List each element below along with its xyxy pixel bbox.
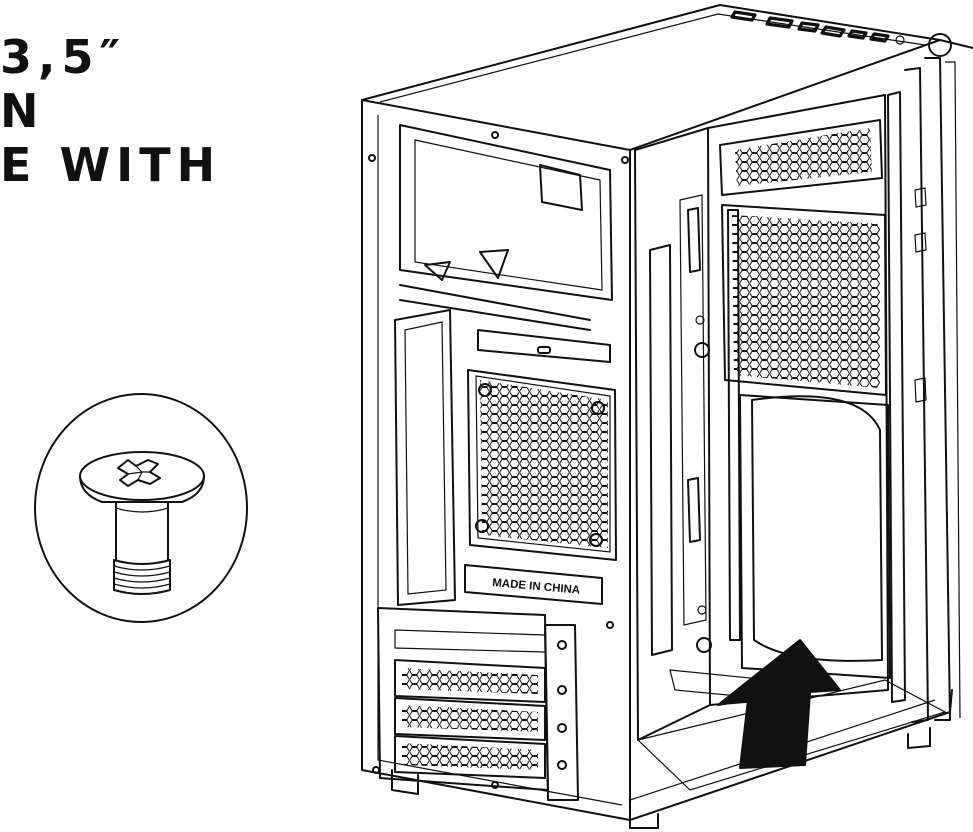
- side-mesh-panel: [721, 204, 887, 641]
- case-foot-front-right: [907, 727, 931, 749]
- rear-side-bay: [394, 309, 456, 606]
- top-fan-mount: [719, 119, 883, 196]
- drive-cage: [739, 394, 891, 679]
- instruction-heading: 3,5″ N E WITH: [0, 30, 221, 192]
- case-foot-rear-left: [391, 769, 419, 795]
- standoff-screw-lower: [696, 637, 712, 653]
- made-in-china-label: MADE IN CHINA: [464, 564, 603, 605]
- heading-line-3: E WITH: [0, 138, 222, 192]
- pc-case-diagram: MADE IN CHINA: [340, 0, 973, 832]
- psu-opening: [399, 124, 613, 301]
- rear-fan-grille: [467, 369, 617, 561]
- front-io-ports: [730, 10, 952, 57]
- case-rear-frame: [361, 99, 631, 821]
- insert-arrow-icon: [717, 639, 841, 769]
- front-panel-edge: [924, 57, 951, 721]
- heading-line-1: 3,5″: [0, 30, 127, 84]
- case-top-panel: [361, 4, 941, 151]
- phillips-screw-icon: [34, 393, 248, 623]
- heading-line-2: N: [0, 84, 45, 138]
- case-foot-front-left: [629, 813, 659, 829]
- screw-callout: [32, 390, 250, 626]
- expansion-slots: [377, 607, 579, 801]
- made-in-china-text: MADE IN CHINA: [492, 577, 581, 597]
- standoff-screw-upper: [694, 342, 710, 358]
